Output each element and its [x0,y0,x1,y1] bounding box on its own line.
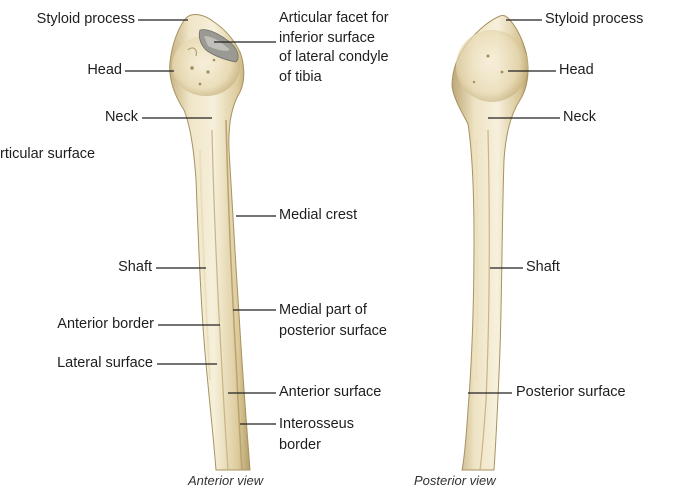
label-anterior-neck: Neck [105,108,138,127]
caption-anterior-view: Anterior view [188,473,263,488]
label-posterior-surface: Posterior surface [516,383,626,402]
label-posterior-shaft: Shaft [526,258,560,277]
label-anterior-head: Head [87,61,122,80]
label-medial-crest: Medial crest [279,206,357,225]
label-anterior-shaft: Shaft [118,258,152,277]
label-articular-facet-line3: of lateral condyle [279,48,389,68]
label-anterior-border: Anterior border [57,315,154,334]
label-posterior-styloid: Styloid process [545,10,643,29]
label-posterior-neck: Neck [563,108,596,127]
label-medial-posterior-line2: posterior surface [279,321,387,342]
label-interosseus-line2: border [279,435,354,456]
anterior-fibula [170,15,250,470]
label-medial-posterior-line1: Medial part of [279,300,387,321]
label-lateral-surface: Lateral surface [57,354,153,373]
label-articular-facet-line1: Articular facet for [279,9,389,29]
label-interosseus-line1: Interosseus [279,414,354,435]
label-medial-posterior: Medial part of posterior surface [279,300,387,342]
label-anterior-surface: Anterior surface [279,383,381,402]
label-articular-facet-line4: of tibia [279,68,389,88]
label-articular-facet: Articular facet for inferior surface of … [279,9,389,87]
label-interosseus-border: Interosseus border [279,414,354,456]
label-anterior-styloid: Styloid process [37,10,135,29]
label-articular-facet-line2: inferior surface [279,29,389,49]
label-posterior-head: Head [559,61,594,80]
caption-posterior-view: Posterior view [414,473,496,488]
label-articular-surface: rticular surface [0,145,95,164]
